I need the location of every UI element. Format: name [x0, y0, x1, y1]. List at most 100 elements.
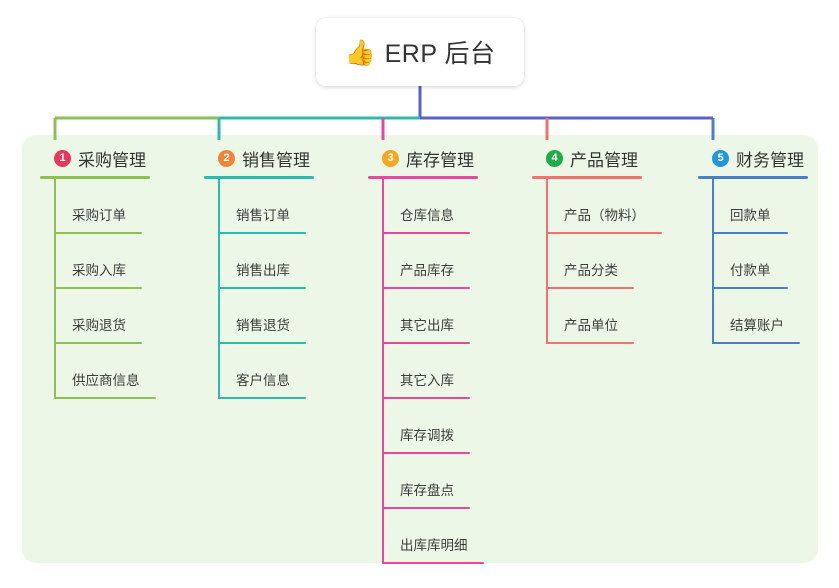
leaf-underline [218, 397, 306, 399]
branch-children: 回款单付款单结算账户 [698, 179, 808, 344]
leaf-label: 产品库存 [400, 263, 454, 278]
branch-column-3: 3 库存管理仓库信息产品库存其它出库其它入库库存调拨库存盘点出库库明细 [368, 145, 484, 564]
leaf-item[interactable]: 客户信息 [218, 344, 314, 399]
leaf-label: 库存调拨 [400, 428, 454, 443]
leaf-item[interactable]: 库存调拨 [382, 399, 478, 454]
leaf-label: 销售退货 [236, 318, 290, 333]
leaf-underline [54, 287, 142, 289]
branch-title: 库存管理 [406, 150, 474, 170]
leaf-underline [54, 342, 142, 344]
leaf-item[interactable]: 付款单 [712, 234, 808, 289]
branch-spine [382, 179, 384, 564]
leaf-item[interactable]: 采购退货 [54, 289, 150, 344]
leaf-item[interactable]: 供应商信息 [54, 344, 156, 399]
leaf-underline [546, 287, 634, 289]
diagram-panel [22, 135, 818, 563]
leaf-underline [218, 232, 306, 234]
leaf-item[interactable]: 结算账户 [712, 289, 808, 344]
leaf-underline [382, 232, 470, 234]
leaf-label: 仓库信息 [400, 208, 454, 223]
leaf-underline [712, 287, 788, 289]
leaf-item[interactable]: 产品分类 [546, 234, 642, 289]
leaf-label: 出库库明细 [400, 538, 468, 553]
leaf-item[interactable]: 产品（物料） [546, 179, 662, 234]
branch-underline [532, 176, 642, 179]
leaf-item[interactable]: 其它入库 [382, 344, 478, 399]
leaf-underline [712, 342, 800, 344]
branch-spine [218, 179, 220, 399]
branch-underline [204, 176, 314, 179]
leaf-label: 其它入库 [400, 373, 454, 388]
leaf-label: 供应商信息 [72, 373, 140, 388]
branch-header-5[interactable]: 5 财务管理 [698, 145, 808, 171]
leaf-underline [382, 287, 470, 289]
leaf-label: 库存盘点 [400, 483, 454, 498]
leaf-underline [382, 452, 470, 454]
branch-column-4: 4 产品管理产品（物料） 产品分类产品单位 [532, 145, 662, 344]
branch-children: 仓库信息产品库存其它出库其它入库库存调拨库存盘点出库库明细 [368, 179, 484, 564]
branch-title: 采购管理 [78, 150, 146, 170]
root-node[interactable]: 👍 ERP 后台 [316, 18, 524, 86]
thumbs-up-icon: 👍 [344, 37, 376, 67]
leaf-underline [546, 232, 662, 234]
branch-index-badge: 3 [382, 149, 399, 167]
branch-children: 产品（物料） 产品分类产品单位 [532, 179, 662, 344]
leaf-label: 付款单 [730, 263, 771, 278]
leaf-underline [54, 397, 156, 399]
leaf-item[interactable]: 销售退货 [218, 289, 314, 344]
leaf-label: 结算账户 [730, 318, 784, 333]
leaf-label: 客户信息 [236, 373, 290, 388]
leaf-label: 销售出库 [236, 263, 290, 278]
branch-column-2: 2 销售管理销售订单销售出库销售退货客户信息 [204, 145, 314, 399]
leaf-item[interactable]: 产品单位 [546, 289, 642, 344]
leaf-item[interactable]: 仓库信息 [382, 179, 478, 234]
branch-underline [40, 176, 150, 179]
branch-header-2[interactable]: 2 销售管理 [204, 145, 314, 171]
leaf-underline [382, 342, 470, 344]
leaf-underline [712, 232, 788, 234]
branch-underline [698, 176, 808, 179]
leaf-label: 采购订单 [72, 208, 126, 223]
branch-spine [54, 179, 56, 399]
branch-header-4[interactable]: 4 产品管理 [532, 145, 642, 171]
leaf-underline [218, 287, 306, 289]
leaf-underline [546, 342, 634, 344]
leaf-label: 其它出库 [400, 318, 454, 333]
branch-underline [368, 176, 478, 179]
branch-title: 产品管理 [570, 150, 638, 170]
branch-column-5: 5 财务管理回款单付款单结算账户 [698, 145, 808, 344]
leaf-label: 采购入库 [72, 263, 126, 278]
leaf-underline [218, 342, 306, 344]
leaf-label: 销售订单 [236, 208, 290, 223]
leaf-item[interactable]: 采购订单 [54, 179, 150, 234]
leaf-label: 回款单 [730, 208, 771, 223]
branch-header-3[interactable]: 3 库存管理 [368, 145, 478, 171]
branch-index-badge: 4 [546, 149, 563, 167]
leaf-label: 产品（物料） [564, 208, 645, 223]
leaf-label: 产品单位 [564, 318, 618, 333]
root-title: ERP 后台 [384, 40, 496, 68]
branch-index-badge: 5 [712, 149, 729, 167]
branch-children: 采购订单采购入库采购退货供应商信息 [40, 179, 156, 399]
branch-title: 财务管理 [736, 150, 804, 170]
leaf-item[interactable]: 产品库存 [382, 234, 478, 289]
branch-index-badge: 2 [218, 149, 235, 167]
leaf-item[interactable]: 库存盘点 [382, 454, 478, 509]
leaf-underline [382, 507, 470, 509]
leaf-item[interactable]: 出库库明细 [382, 509, 484, 564]
leaf-item[interactable]: 其它出库 [382, 289, 478, 344]
leaf-underline [382, 562, 484, 564]
leaf-item[interactable]: 销售出库 [218, 234, 314, 289]
leaf-underline [54, 232, 142, 234]
leaf-item[interactable]: 采购入库 [54, 234, 150, 289]
leaf-item[interactable]: 销售订单 [218, 179, 314, 234]
leaf-label: 产品分类 [564, 263, 618, 278]
branch-spine [546, 179, 548, 344]
branch-title: 销售管理 [242, 150, 310, 170]
branch-spine [712, 179, 714, 344]
leaf-item[interactable]: 回款单 [712, 179, 808, 234]
branch-children: 销售订单销售出库销售退货客户信息 [204, 179, 314, 399]
